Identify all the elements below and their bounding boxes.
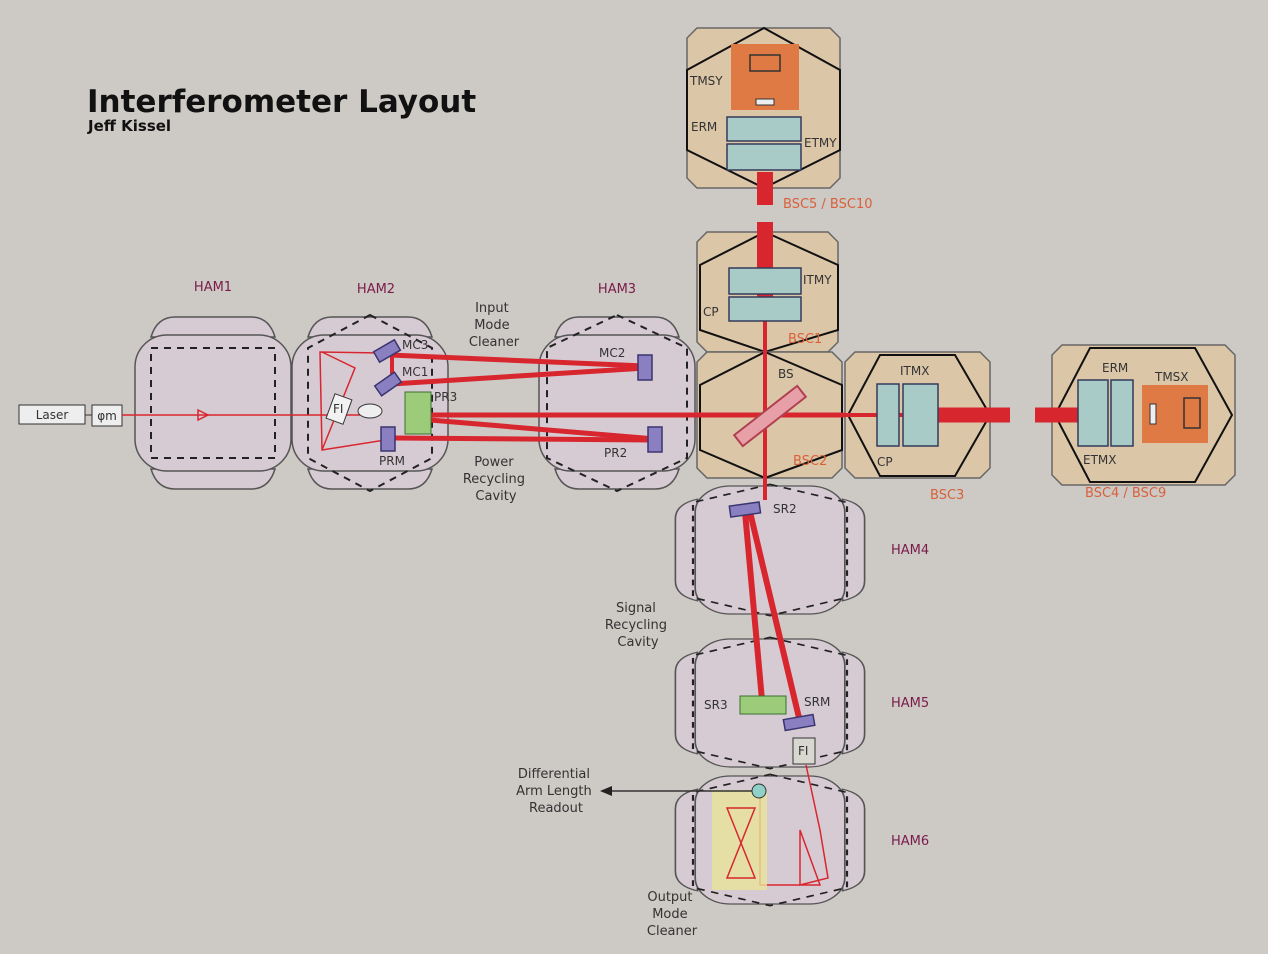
prm-mirror	[380, 426, 396, 452]
laser-label: Laser	[36, 408, 69, 422]
etmx-mass	[1077, 379, 1109, 447]
cp-x-plate	[876, 383, 900, 447]
ham4-label: HAM4	[891, 543, 929, 558]
itmy-mass	[728, 267, 802, 295]
bs-label: BS	[778, 367, 794, 381]
tmsx-label: TMSX	[1154, 370, 1189, 384]
erm-y-label: ERM	[691, 120, 717, 134]
etmy-mass	[726, 143, 802, 171]
erm-x-mass	[1110, 379, 1134, 447]
ham2-chamber	[291, 313, 449, 493]
cp-x-label: CP	[877, 455, 893, 469]
output-mode-cleaner-label: Output Mode Cleaner	[647, 890, 698, 939]
tmsx-telescope	[1183, 397, 1201, 429]
laser-beams	[122, 65, 1195, 886]
sr3-mirror	[739, 695, 787, 715]
faraday-isolator-input	[325, 393, 353, 425]
ham5-chamber	[674, 636, 866, 770]
sr2-mirror	[728, 501, 762, 518]
pr3-mirror	[404, 391, 432, 435]
mc2-mirror	[637, 354, 653, 381]
mc1-label: MC1	[402, 365, 428, 379]
srm-mirror	[782, 713, 816, 732]
pr2-label: PR2	[604, 446, 627, 460]
arrowhead-icon	[600, 786, 612, 796]
mc3-mirror	[372, 338, 402, 364]
bsc2-label: BSC2	[793, 454, 827, 469]
fi-input-label: FI	[333, 402, 343, 416]
cp-y-plate	[728, 296, 802, 322]
mc1-mirror	[373, 371, 403, 397]
cp-y-label: CP	[703, 305, 719, 319]
darm-readout-label: Differential Arm Length Readout	[516, 767, 596, 816]
tmsy-label: TMSY	[689, 74, 723, 88]
itmx-mass	[902, 383, 939, 447]
faraday-isolator-output	[792, 737, 816, 765]
ham6-label: HAM6	[891, 834, 929, 849]
signal-recycling-cavity-label: Signal Recycling Cavity	[605, 601, 671, 650]
input-mode-cleaner-label: Input Mode Cleaner	[469, 301, 520, 350]
sr3-label: SR3	[704, 698, 728, 712]
ham5-label: HAM5	[891, 696, 929, 711]
ham3-chamber	[538, 313, 696, 493]
lens	[357, 403, 383, 419]
bsc3-label: BSC3	[930, 488, 964, 503]
prm-label: PRM	[379, 454, 405, 468]
bsc5-label: BSC5 / BSC10	[783, 197, 873, 212]
tmsy-lens	[755, 98, 775, 106]
itmx-label: ITMX	[900, 364, 929, 378]
ham4-chamber	[674, 483, 866, 617]
power-recycling-cavity-label: Power Recycling Cavity	[463, 455, 529, 504]
laser-box: Laser	[18, 404, 86, 425]
sr2-label: SR2	[773, 502, 797, 516]
modulator-label: φm	[97, 409, 117, 423]
bsc1-label: BSC1	[788, 332, 822, 347]
page-title: Interferometer Layout	[87, 84, 476, 120]
erm-x-label: ERM	[1102, 361, 1128, 375]
ham2-label: HAM2	[357, 282, 395, 297]
bsc4-label: BSC4 / BSC9	[1085, 486, 1166, 501]
ham6-chamber	[674, 773, 866, 907]
phase-modulator: φm	[91, 404, 123, 427]
ham1-label: HAM1	[194, 280, 232, 295]
etmx-label: ETMX	[1083, 453, 1117, 467]
pr2-mirror	[647, 426, 663, 453]
author: Jeff Kissel	[87, 117, 171, 135]
mc2-label: MC2	[599, 346, 625, 360]
ham3-label: HAM3	[598, 282, 636, 297]
beam-splitter	[732, 384, 808, 448]
erm-y-mass	[726, 116, 802, 142]
tmsx-lens	[1149, 403, 1157, 425]
ham1-chamber	[134, 316, 292, 490]
itmy-label: ITMY	[803, 273, 832, 287]
photodiode	[751, 783, 767, 799]
mc3-label: MC3	[402, 338, 428, 352]
etmy-label: ETMY	[804, 136, 837, 150]
tmsy-telescope	[749, 54, 781, 72]
pr3-label: PR3	[434, 390, 457, 404]
fi-output-label: FI	[798, 744, 808, 758]
omc-beam-path	[725, 807, 757, 879]
srm-label: SRM	[804, 695, 830, 709]
